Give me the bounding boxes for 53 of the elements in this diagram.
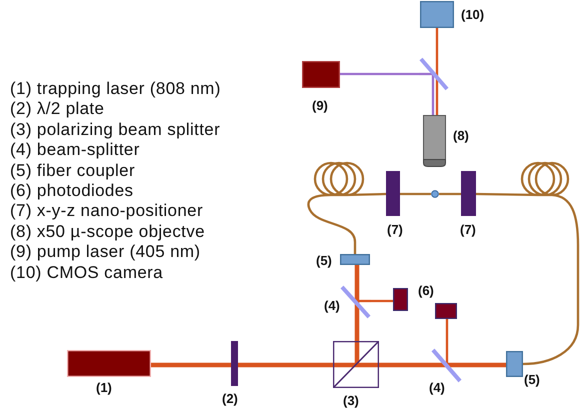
callout-number: (1) — [96, 380, 112, 395]
part-list-item: (7) x-y-z nano-positioner — [10, 201, 203, 222]
laser-beam — [354, 319, 360, 341]
photodiode — [393, 288, 408, 311]
part-list-item: (9) pump laser (405 nm) — [10, 242, 200, 262]
mirror — [431, 348, 462, 383]
optical-fiber — [307, 162, 386, 254]
fiber-coupler — [340, 254, 370, 265]
optical-fiber — [400, 192, 431, 196]
callout-number: (6) — [418, 283, 434, 298]
callout-number: (9) — [312, 98, 328, 113]
laser-block — [302, 61, 340, 88]
callout-number: (3) — [343, 393, 359, 408]
callout-number: (7) — [387, 222, 403, 237]
laser-beam — [436, 28, 438, 57]
callout-number: (8) — [453, 128, 469, 143]
laser-beam — [354, 265, 360, 285]
callout-number: (5) — [316, 253, 332, 268]
waveplate — [231, 341, 238, 386]
laser-beam — [151, 362, 231, 368]
callout-number: (2) — [222, 391, 238, 406]
nano-positioner — [386, 171, 400, 216]
nano-positioner — [461, 171, 476, 216]
callout-number: (5) — [524, 372, 540, 387]
laser-beam — [379, 362, 431, 368]
camera-block — [420, 1, 454, 28]
optical-fiber — [476, 162, 580, 366]
objective-lens — [423, 115, 446, 167]
mirror — [340, 285, 371, 319]
part-list-item: (4) beam-splitter — [10, 140, 140, 160]
laser-beam — [371, 300, 393, 302]
callout-number: (10) — [461, 7, 484, 22]
fiber-coupler — [506, 351, 523, 377]
callout-number: (4) — [429, 380, 445, 395]
part-list-item: (10) CMOS camera — [10, 262, 163, 283]
part-list-item: (5) fiber coupler — [10, 160, 135, 181]
callout-number: (4) — [324, 298, 340, 313]
laser-beam — [462, 362, 506, 368]
laser-block — [67, 350, 151, 377]
part-list-item: (3) polarizing beam splitter — [10, 120, 220, 140]
photodiode — [435, 303, 457, 319]
particle — [431, 190, 439, 198]
part-list-item: (6) photodiodes — [10, 181, 134, 201]
callout-number: (7) — [460, 222, 476, 237]
beam-splitter-cube — [333, 341, 379, 388]
part-list-item: (1) trapping laser (808 nm) — [10, 79, 221, 99]
optical-fiber — [439, 192, 461, 196]
part-list-item: (8) x50 µ-scope objectve — [10, 222, 205, 242]
laser-beam — [436, 91, 438, 115]
laser-beam — [238, 362, 333, 368]
mirror — [419, 57, 449, 91]
part-list-item: (2) λ/2 plate — [10, 99, 104, 120]
laser-beam — [446, 319, 448, 348]
